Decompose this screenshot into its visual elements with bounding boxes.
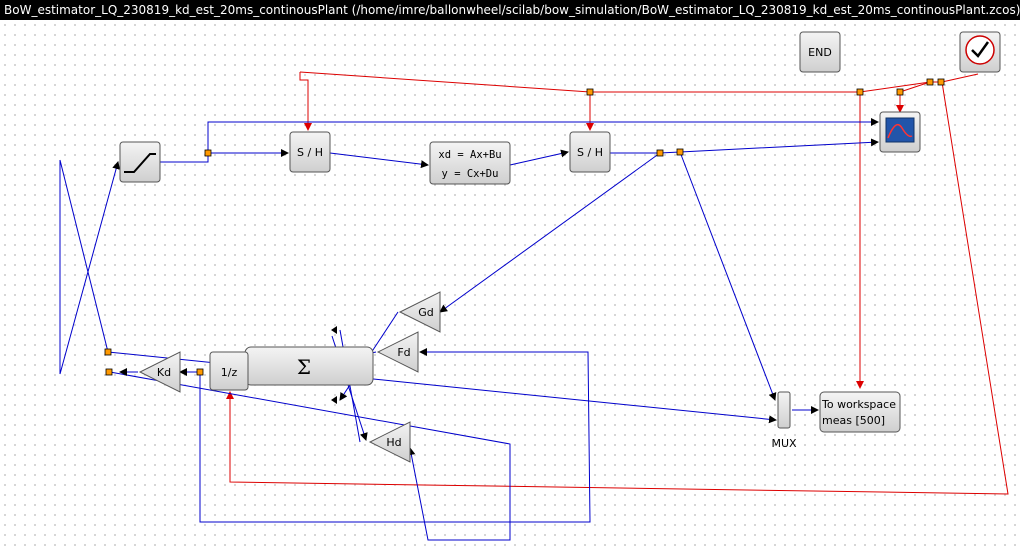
sum-port-arrows [331, 326, 337, 404]
end-block[interactable]: END [799, 31, 841, 73]
gain-kd-label: Kd [157, 366, 171, 379]
gain-hd-block[interactable]: Hd [368, 421, 411, 463]
gain-gd-label: Gd [418, 306, 434, 319]
gain-gd-block[interactable]: Gd [398, 291, 441, 333]
sum-block[interactable]: Σ [244, 346, 374, 386]
sample-hold-2-block[interactable]: S / H [569, 131, 611, 173]
gain-hd-label: Hd [386, 436, 401, 449]
ramp-icon [124, 153, 156, 173]
sample-hold-2-label: S / H [577, 146, 603, 159]
delay-label: 1/z [221, 366, 238, 379]
gain-fd-label: Fd [397, 346, 410, 359]
delay-block[interactable]: 1/z [209, 351, 249, 391]
gain-fd-block[interactable]: Fd [376, 331, 419, 373]
diagram-svg: END S / H xd = Ax+Bu y = Cx+Du S / H [59, 31, 1009, 541]
sample-hold-1-label: S / H [297, 146, 323, 159]
diagram-canvas[interactable]: END S / H xd = Ax+Bu y = Cx+Du S / H [0, 20, 1020, 552]
state-space-line2: y = Cx+Du [442, 168, 499, 180]
to-workspace-line1: To workspace [821, 398, 896, 411]
ramp-block[interactable] [119, 141, 161, 183]
mux-block[interactable]: MUX [771, 391, 797, 450]
sum-icon: Σ [297, 355, 311, 379]
window-title: BoW_estimator_LQ_230819_kd_est_20ms_cont… [0, 0, 1020, 20]
state-space-line1: xd = Ax+Bu [438, 149, 501, 161]
gain-kd-block[interactable]: Kd [138, 351, 181, 393]
state-space-block[interactable]: xd = Ax+Bu y = Cx+Du [429, 141, 511, 185]
scope-block[interactable] [879, 111, 921, 153]
mux-label: MUX [771, 437, 797, 450]
end-label: END [808, 46, 832, 59]
to-workspace-line2: meas [500] [822, 414, 885, 427]
split-points[interactable] [104, 78, 945, 376]
scope-icon [885, 117, 915, 143]
to-workspace-block[interactable]: To workspace meas [500] [819, 391, 901, 433]
signal-links[interactable] [59, 118, 879, 541]
clock-block[interactable] [959, 31, 1001, 73]
sample-hold-1-block[interactable]: S / H [289, 131, 331, 173]
clock-icon [965, 35, 995, 65]
